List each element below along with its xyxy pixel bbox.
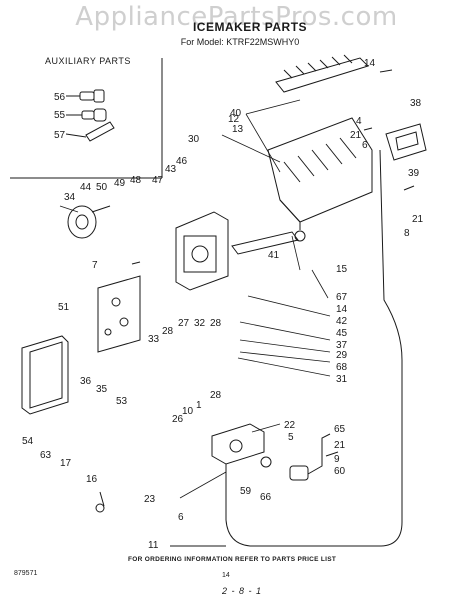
callout: 5: [288, 432, 294, 443]
aux-part-57: [65, 121, 115, 142]
water-line-tube: [225, 149, 403, 547]
callout: 30: [188, 134, 200, 145]
timing-motor: [67, 205, 111, 239]
callout: 44: [80, 182, 92, 193]
callout: 14: [336, 304, 348, 315]
callout: 10: [182, 406, 194, 417]
callout: 6: [362, 140, 368, 151]
callout: 35: [96, 384, 108, 395]
callout: 42: [336, 316, 348, 327]
callout: 68: [336, 362, 348, 373]
document-code: 879571: [14, 570, 38, 577]
callout: 17: [60, 458, 72, 469]
callout: 22: [284, 420, 296, 431]
callout: 56: [54, 92, 66, 103]
callout: 60: [334, 466, 346, 477]
model-line: For Model: KTRF22MSWHY0: [180, 37, 300, 47]
callout: 4: [356, 116, 362, 127]
callout: 1: [196, 400, 202, 411]
callout: 21: [412, 214, 424, 225]
fill-cup-assembly: [231, 230, 306, 255]
callout: 41: [268, 250, 280, 261]
callout: 33: [148, 334, 160, 345]
callout: 14: [364, 58, 376, 69]
callout: 6: [178, 512, 184, 523]
callout: 16: [86, 474, 98, 485]
watermark: AppliancePartsPros.com: [75, 2, 398, 32]
callout-labels: 56 55 57 44 50 49 48 47 43 46 30 34 13 1…: [22, 58, 424, 551]
callout: 39: [408, 168, 420, 179]
callout: 21: [334, 440, 346, 451]
fill-tube: [307, 433, 331, 475]
callout: 11: [148, 540, 159, 551]
callout: 54: [22, 436, 34, 447]
callout: 38: [410, 98, 422, 109]
callout: 28: [162, 326, 174, 337]
callout: 26: [172, 414, 184, 425]
callout: 31: [336, 374, 348, 385]
callout: 9: [334, 454, 340, 465]
aux-part-56: [66, 89, 105, 103]
callout: 48: [130, 175, 142, 186]
callout: 28: [210, 318, 222, 329]
aux-part-55: [66, 108, 107, 122]
callout: 37: [336, 340, 348, 351]
callout: 51: [58, 302, 70, 313]
water-valve: [211, 423, 309, 481]
callout: 8: [404, 228, 410, 239]
callout: 63: [40, 450, 52, 461]
callout: 49: [114, 178, 126, 189]
front-cover: [21, 335, 69, 415]
callout: 46: [176, 156, 188, 167]
ordering-info-note: FOR ORDERING INFORMATION REFER TO PARTS …: [128, 556, 337, 563]
callout: 21: [350, 130, 362, 141]
auxiliary-parts-title: AUXILIARY PARTS: [45, 56, 131, 66]
callout: 13: [232, 124, 244, 135]
callout: 29: [336, 350, 348, 361]
callout: 36: [80, 376, 92, 387]
page-reference: 2 - 8 - 1: [222, 586, 263, 596]
ice-mold-tray: [267, 117, 373, 230]
page-code: 14: [222, 572, 230, 579]
callout: 55: [54, 110, 66, 121]
mounting-plate: [97, 275, 141, 353]
callout: 67: [336, 292, 348, 303]
callout: 32: [194, 318, 206, 329]
callout: 40: [230, 108, 242, 119]
callout: 28: [210, 390, 222, 401]
hardware-screws: [95, 69, 415, 513]
callout: 23: [144, 494, 156, 505]
control-housing: [175, 211, 229, 291]
diagram-title: ICEMAKER PARTS: [192, 20, 308, 34]
stripper-bar: [275, 54, 369, 93]
leader-lines: [59, 99, 331, 499]
callout: 50: [96, 182, 108, 193]
callout: 53: [116, 396, 128, 407]
callout: 15: [336, 264, 348, 275]
callout: 66: [260, 492, 272, 503]
callout: 65: [334, 424, 346, 435]
callout: 7: [92, 260, 98, 271]
callout: 43: [165, 164, 177, 175]
callout: 45: [336, 328, 348, 339]
callout: 47: [152, 175, 164, 186]
mounting-bracket: [385, 123, 427, 161]
callout: 27: [178, 318, 190, 329]
callout: 57: [54, 130, 66, 141]
callout: 12: [228, 114, 240, 125]
callout: 34: [64, 192, 76, 203]
callout: 59: [240, 486, 252, 497]
